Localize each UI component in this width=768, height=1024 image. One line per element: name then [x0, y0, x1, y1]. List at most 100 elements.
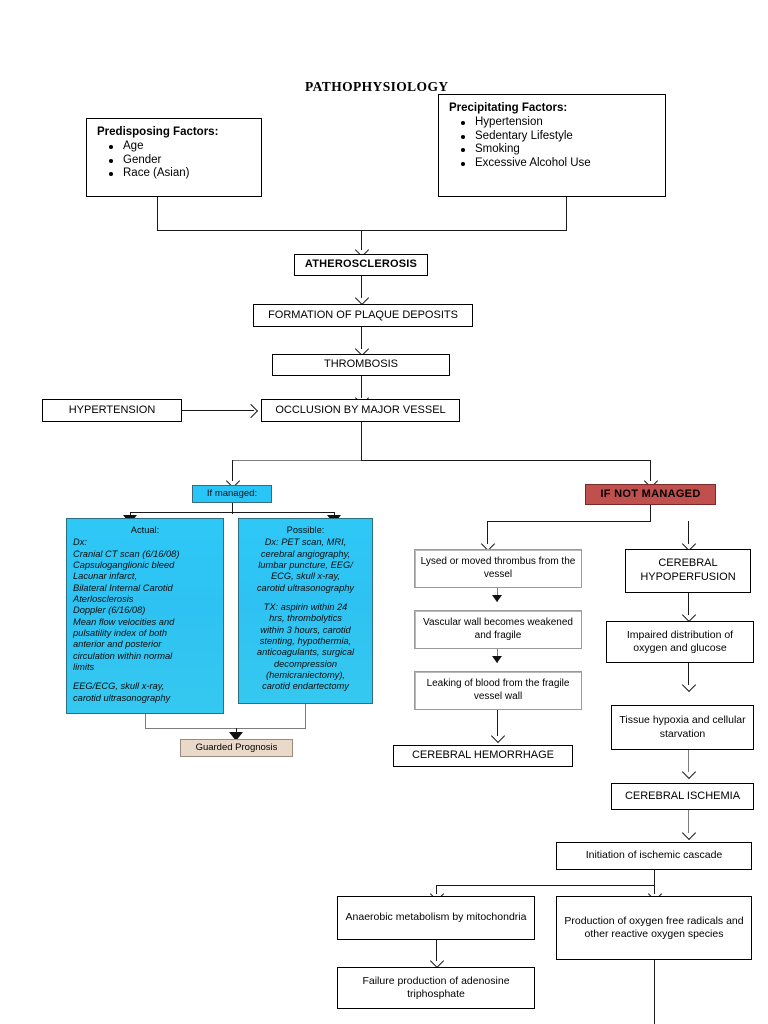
connector-leaking-hemorrhage [497, 710, 499, 736]
guarded-prognosis-box: Guarded Prognosis [180, 739, 293, 757]
connector-prognosis-rail [145, 728, 306, 730]
possible-line: carotid endartectomy [262, 681, 349, 692]
possible-findings-panel: Possible: Dx: PET scan, MRI, cerebral an… [238, 518, 373, 704]
actual-line: Mean flow velocities and [73, 616, 175, 627]
tissue-hypoxia-box: Tissue hypoxia and cellular starvation [611, 705, 754, 750]
atherosclerosis-label: ATHEROSCLEROSIS [304, 258, 418, 271]
possible-line: within 3 hours, carotid [260, 624, 351, 635]
connector-cascade-rail [436, 885, 655, 887]
ischemic-cascade-box: Initiation of ischemic cascade [556, 842, 752, 870]
impaired-distribution-label: Impaired distribution of oxygen and gluc… [626, 628, 734, 654]
arrow-right-icon [243, 403, 259, 419]
anaerobic-metabolism-label: Anaerobic metabolism by mitochondria [345, 911, 527, 924]
if-not-managed-box: IF NOT MANAGED [585, 484, 716, 505]
thrombosis-label: THROMBOSIS [324, 358, 398, 371]
connector-not-managed-down [650, 505, 652, 522]
connector-managed-down [232, 503, 234, 514]
connector-actual-down [145, 714, 147, 729]
page-title: PATHOPHYSIOLOGY [305, 79, 449, 94]
occlusion-label: OCCLUSION BY MAJOR VESSEL [275, 403, 446, 416]
ischemic-cascade-label: Initiation of ischemic cascade [585, 849, 723, 862]
cerebral-ischemia-label: CEREBRAL ISCHEMIA [624, 789, 741, 802]
arrow-down-icon [681, 764, 697, 780]
possible-line: TX: aspirin within 24 [263, 601, 348, 612]
possible-line: decompression [273, 658, 338, 669]
connector-anaerobic-atp [436, 940, 438, 961]
atherosclerosis-box: ATHEROSCLEROSIS [294, 254, 428, 276]
actual-line: Cranial CT scan (6/16/08) [73, 548, 180, 559]
connector-plaque-thrombosis [361, 327, 363, 349]
connector-hypoperfusion-impaired [688, 593, 690, 615]
arrow-down-icon [354, 290, 370, 306]
anaerobic-metabolism-box: Anaerobic metabolism by mitochondria [337, 896, 535, 940]
impaired-distribution-box: Impaired distribution of oxygen and gluc… [606, 621, 754, 663]
atp-failure-label: Failure production of adenosine triphosp… [362, 974, 510, 1000]
list-item: Smoking [461, 143, 657, 155]
list-item: Sedentary Lifestyle [461, 130, 657, 142]
possible-title: Possible: [286, 525, 325, 535]
leaking-blood-label: Leaking of blood from the fragile vessel… [426, 678, 570, 702]
free-radicals-label: Production of oxygen free radicals and o… [564, 914, 744, 940]
connector-possible-down [305, 704, 307, 729]
arrow-down-icon [681, 677, 697, 693]
possible-line: hrs, thrombolytics [269, 613, 342, 624]
connector-branch-rail-right [361, 460, 651, 462]
possible-line: (hemicraniectomy), [265, 669, 346, 680]
arrow-down-icon [490, 728, 506, 744]
connector-precipitating-down [566, 197, 568, 230]
connector-predisposing-down [157, 197, 159, 230]
actual-title: Actual: [130, 525, 160, 535]
hypertension-box: HYPERTENSION [42, 399, 182, 422]
spacer [245, 594, 366, 602]
occlusion-box: OCCLUSION BY MAJOR VESSEL [261, 399, 460, 422]
possible-line: cerebral angiography, [260, 548, 351, 559]
connector-atherosclerosis-plaque [361, 276, 363, 298]
connector-branch-rail-left [232, 460, 362, 462]
if-not-managed-label: IF NOT MANAGED [600, 487, 701, 500]
connector-occlusion-down [361, 422, 363, 460]
connector-thrombosis-occlusion [361, 376, 363, 398]
arrow-down-icon [681, 825, 697, 841]
actual-line: Lacunar infarct, [73, 571, 138, 582]
possible-line: ECG, skull x-ray, [270, 571, 341, 582]
free-radicals-box: Production of oxygen free radicals and o… [556, 896, 752, 960]
cerebral-ischemia-box: CEREBRAL ISCHEMIA [611, 783, 754, 810]
lysed-thrombus-label: Lysed or moved thrombus from the vessel [420, 556, 576, 580]
vascular-wall-box: Vascular wall becomes weakened and fragi… [414, 610, 582, 649]
actual-line: Capsuloganglionic bleed [73, 559, 175, 570]
connector-rail-to-prognosis [236, 728, 238, 735]
connector-rail-to-atherosclerosis [361, 230, 363, 250]
actual-line: Bilateral Internal Carotid [73, 582, 173, 593]
connector-ischemia-cascade [688, 810, 690, 833]
connector-rail-to-not-managed [650, 460, 652, 481]
arrow-down-icon [429, 953, 445, 969]
spacer [73, 673, 217, 681]
cerebral-hemorrhage-label: CEREBRAL HEMORRHAGE [411, 749, 554, 762]
connector-cascade-down [654, 870, 656, 886]
connector-not-managed-rail [487, 521, 651, 523]
precipitating-factors-box: Precipitating Factors: Hypertension Sede… [438, 94, 666, 197]
if-managed-label: If managed: [206, 488, 258, 500]
guarded-prognosis-label: Guarded Prognosis [195, 742, 278, 754]
lysed-thrombus-box: Lysed or moved thrombus from the vessel [414, 549, 582, 588]
connector-rail-to-managed [232, 460, 234, 481]
plaque-formation-label: FORMATION OF PLAQUE DEPOSITS [268, 308, 458, 321]
arrow-down-icon [492, 656, 502, 663]
list-item: Race (Asian) [109, 167, 253, 179]
plaque-formation-box: FORMATION OF PLAQUE DEPOSITS [253, 304, 473, 327]
actual-line: Dx: [73, 537, 87, 548]
arrow-down-icon [681, 607, 697, 623]
connector-managed-rail [130, 512, 334, 514]
possible-line: Dx: PET scan, MRI, [264, 537, 347, 548]
precipitating-factors-header: Precipitating Factors: [449, 102, 568, 114]
actual-findings-panel: Actual: Dx: Cranial CT scan (6/16/08) Ca… [66, 518, 224, 714]
arrow-down-icon [229, 732, 243, 741]
connector-rail-to-anaerobic [436, 885, 438, 894]
hypertension-label: HYPERTENSION [68, 403, 156, 416]
if-managed-box: If managed: [192, 485, 272, 503]
connector-hypertension-occlusion [182, 410, 254, 412]
cerebral-hemorrhage-box: CEREBRAL HEMORRHAGE [393, 745, 573, 767]
arrow-down-icon [492, 595, 502, 602]
connector-rail-to-thrombus [487, 521, 489, 544]
